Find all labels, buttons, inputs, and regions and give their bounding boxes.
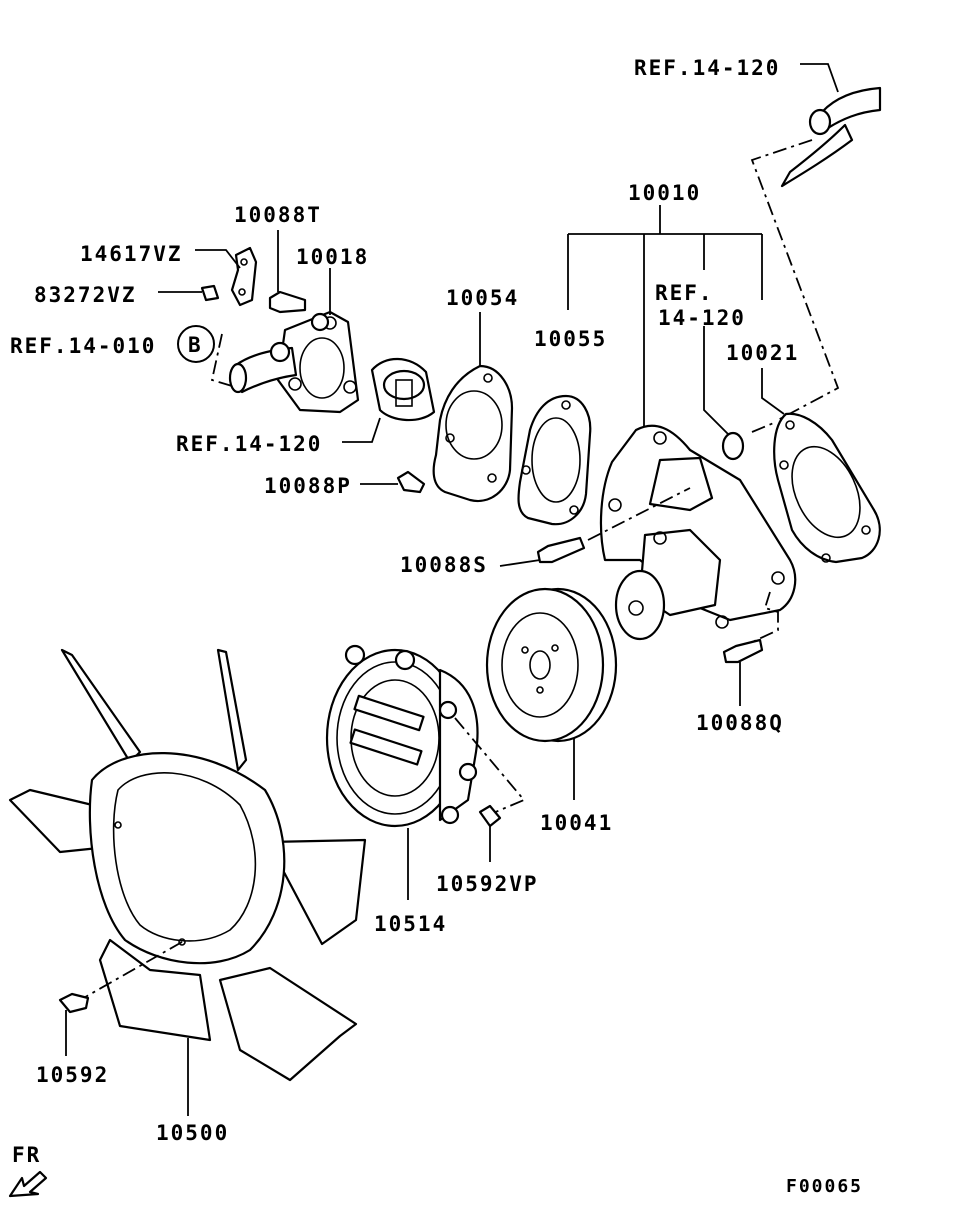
clutch-bolt-guide xyxy=(454,717,526,817)
label-10592VP[interactable]: 10592VP xyxy=(436,872,539,896)
water-pump-body xyxy=(599,424,797,641)
hose-guide-line xyxy=(750,139,840,421)
label-10010[interactable]: 10010 xyxy=(628,181,701,205)
fan-clutch-10514 xyxy=(325,644,479,900)
label-10021[interactable]: 10021 xyxy=(726,341,799,365)
fan-bolt-guide xyxy=(79,941,183,1001)
gasket-guide xyxy=(751,421,777,433)
figure-code: F00065 xyxy=(786,1176,863,1197)
label-ref-14-120-top[interactable]: REF.14-120 xyxy=(634,56,780,80)
ref-b-circle xyxy=(177,325,215,363)
upper-hose xyxy=(780,63,882,188)
gasket-10054 xyxy=(432,312,514,503)
pump-bolt-guide-2 xyxy=(747,591,779,645)
label-ref-o-ring-line1[interactable]: REF. xyxy=(655,281,714,305)
bolt-10088T xyxy=(268,230,307,314)
bolt-10592VP xyxy=(478,804,502,862)
bracket-14617VZ xyxy=(195,246,258,307)
label-10514[interactable]: 10514 xyxy=(374,912,447,936)
label-10088T[interactable]: 10088T xyxy=(234,203,322,227)
label-10592[interactable]: 10592 xyxy=(36,1063,109,1087)
fan-10500 xyxy=(8,648,367,1116)
label-10088S[interactable]: 10088S xyxy=(400,553,488,577)
pulley-10041 xyxy=(485,587,618,800)
front-arrow-icon xyxy=(8,1170,48,1198)
label-10055[interactable]: 10055 xyxy=(534,327,607,351)
label-14617VZ[interactable]: 14617VZ xyxy=(80,242,183,266)
bolt-10088S xyxy=(499,536,586,567)
label-10041[interactable]: 10041 xyxy=(540,811,613,835)
bolt-10088P xyxy=(360,470,426,494)
label-fr: FR xyxy=(12,1143,41,1167)
water-pump-kit-leader xyxy=(567,205,763,430)
bolt-10088Q xyxy=(722,638,764,706)
label-circle-b: B xyxy=(188,333,203,357)
label-10054[interactable]: 10054 xyxy=(446,286,519,310)
label-ref-14-010[interactable]: REF.14-010 xyxy=(10,334,156,358)
ref-b-guide xyxy=(210,333,233,387)
o-ring xyxy=(721,431,745,461)
pump-bolt-guide-1 xyxy=(587,487,691,541)
label-10088Q[interactable]: 10088Q xyxy=(696,711,784,735)
label-83272VZ[interactable]: 83272VZ xyxy=(34,283,137,307)
gasket-10021 xyxy=(761,368,881,564)
label-ref-o-ring-line2[interactable]: 14-120 xyxy=(658,306,746,330)
bolt-83272VZ xyxy=(158,284,220,302)
gasket-10055 xyxy=(517,394,592,526)
bolt-10592 xyxy=(58,992,90,1056)
label-10088P[interactable]: 10088P xyxy=(264,474,352,498)
label-10500[interactable]: 10500 xyxy=(156,1121,229,1145)
label-ref-14-120-mid[interactable]: REF.14-120 xyxy=(176,432,322,456)
label-10018[interactable]: 10018 xyxy=(296,245,369,269)
thermostat xyxy=(342,357,436,443)
thermostat-housing-10018 xyxy=(228,268,360,414)
